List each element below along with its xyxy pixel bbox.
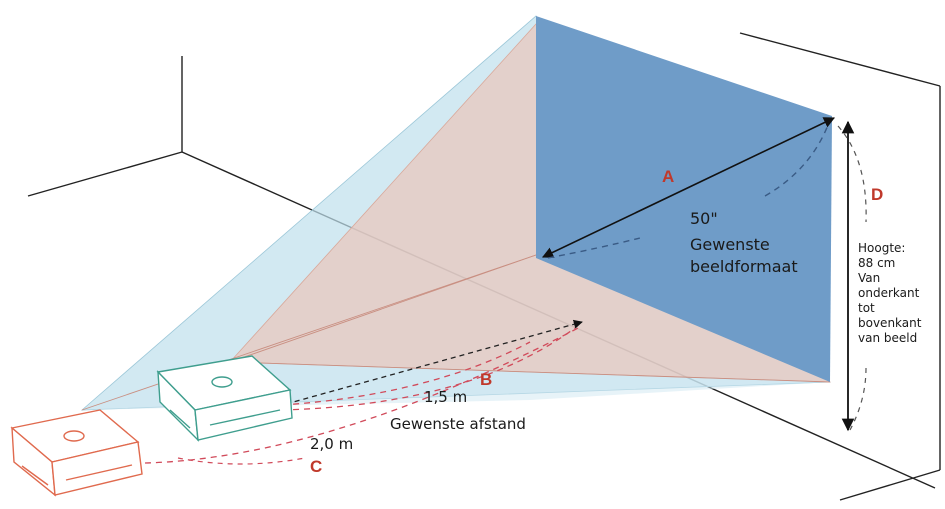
label-c: C — [310, 457, 322, 476]
screen-leader-lines — [547, 124, 829, 259]
diagonal-arrow — [541, 117, 836, 258]
screen-size-value: 50" — [690, 209, 718, 228]
near-projector — [156, 355, 293, 442]
label-a: A — [662, 167, 674, 186]
wall-outline — [739, 32, 941, 501]
distance-caption: Gewenste afstand — [390, 415, 526, 433]
height-line6: bovenkant — [858, 316, 922, 330]
height-line3: Van — [858, 271, 880, 285]
screen-size-line2: beeldformaat — [690, 257, 798, 276]
height-bracket-dashes — [837, 125, 867, 431]
height-line5: tot — [858, 301, 875, 315]
far-projector — [10, 409, 143, 497]
screen-size-line1: Gewenste — [690, 235, 770, 254]
height-line1: Hoogte: — [858, 241, 905, 255]
height-line4: onderkant — [858, 286, 920, 300]
far-distance: 2,0 m — [310, 435, 353, 453]
label-b: B — [480, 370, 492, 389]
height-line7: van beeld — [858, 331, 917, 345]
near-distance: 1,5 m — [424, 388, 467, 406]
beam-rays — [81, 254, 831, 411]
height-line2: 88 cm — [858, 256, 895, 270]
label-d: D — [871, 185, 883, 204]
distance-lines — [144, 319, 583, 465]
